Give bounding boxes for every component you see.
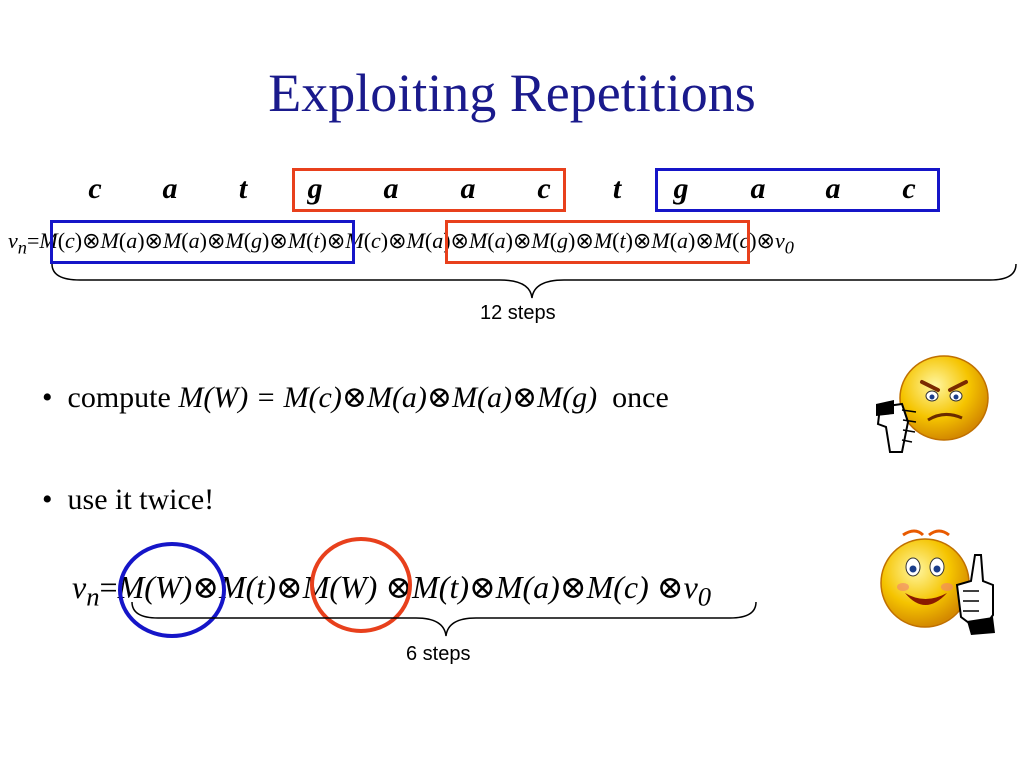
circle-blue-mw (118, 542, 226, 638)
steps-count-6: 6 steps (406, 643, 471, 665)
sequence-letter: a (383, 172, 399, 205)
sequence-letter: t (612, 172, 622, 205)
sequence-letter: a (825, 172, 841, 205)
angry-smiley-thumbs-down-icon (876, 355, 989, 453)
repeat-box-red-sequence (292, 168, 566, 212)
happy-smiley-thumbs-up-icon (880, 529, 995, 635)
repeat-box-blue-sequence (655, 168, 940, 212)
sequence-letter: g (673, 172, 689, 205)
sequence-letter: a (460, 172, 476, 205)
brace-full-product (51, 263, 1017, 299)
repeat-box-red-formula (445, 220, 750, 264)
sequence-letter: c (537, 172, 551, 205)
slide-title: Exploiting Repetitions (268, 63, 756, 123)
sequence-letter: a (162, 172, 178, 205)
sequence-letter: g (307, 172, 323, 205)
circle-red-mw (310, 537, 412, 633)
bullet-use-twice: • use it twice! (42, 483, 215, 516)
sequence-letter: c (88, 172, 102, 205)
bullet-compute-once: • compute M(W) = M(c)⊗M(a)⊗M(a)⊗M(g) onc… (42, 381, 669, 414)
sequence-letter: c (902, 172, 916, 205)
repeat-box-blue-formula (50, 220, 355, 264)
sequence-letter: a (750, 172, 766, 205)
steps-count-12: 12 steps (480, 302, 556, 324)
sequence-letter: t (238, 172, 248, 205)
formula-full-product: vn=M(c)⊗M(a)⊗M(a)⊗M(g)⊗M(t)⊗M(c)⊗M(a)⊗M(… (8, 228, 794, 258)
brace-reduced-product (131, 601, 757, 637)
